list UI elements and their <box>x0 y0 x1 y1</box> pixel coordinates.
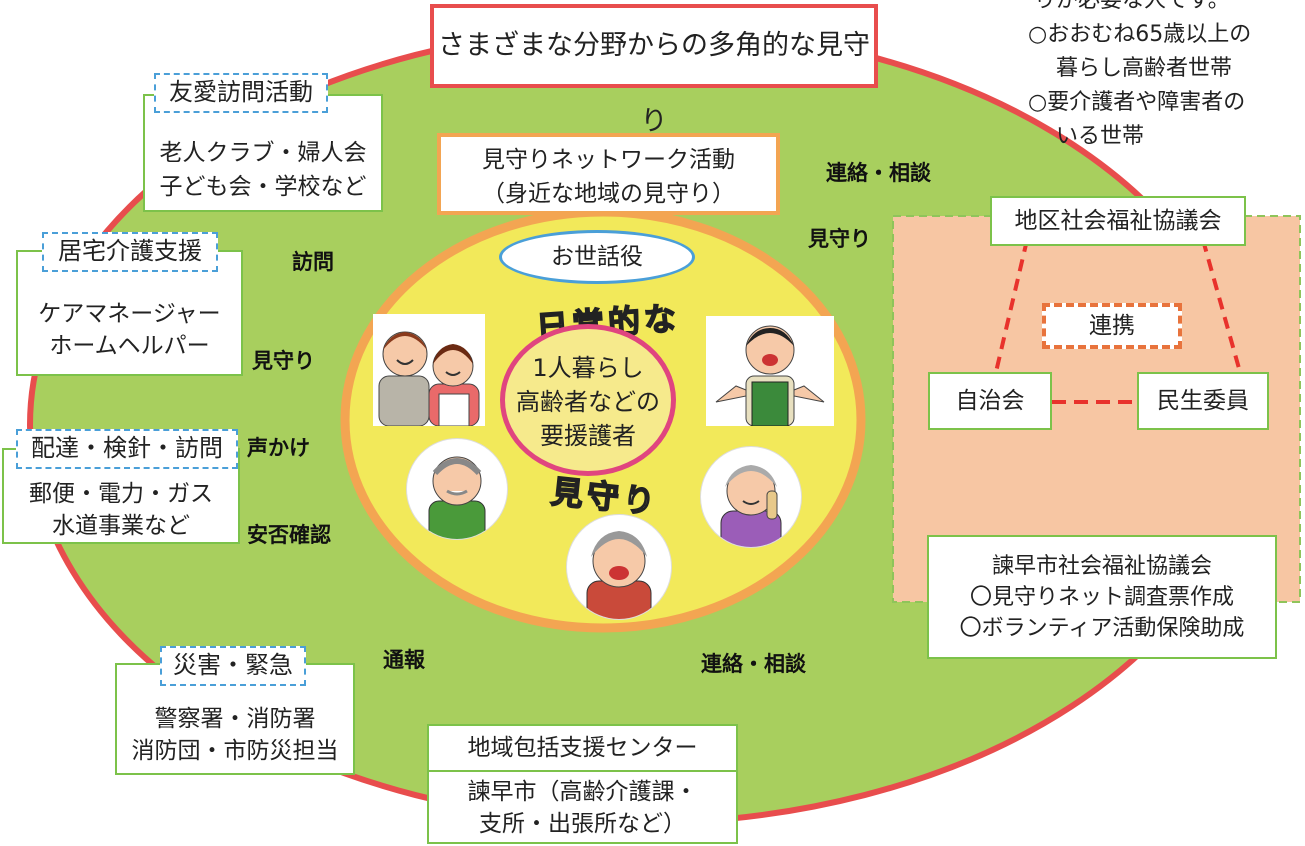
note-line: 暮らし高齢者世帯 <box>1056 56 1233 81</box>
group-tag-delivery: 配達・検針・訪問 <box>16 429 238 469</box>
network-title-box: 見守りネットワーク活動 （身近な地域の見守り） <box>437 133 780 215</box>
group-line: 郵便・電力・ガス <box>29 481 213 507</box>
center-line: 高齢者などの <box>516 388 660 416</box>
link-council-left <box>994 239 1029 373</box>
support-center-title: 地域包括支援センター <box>467 735 698 761</box>
group-tag-friendship: 友愛訪問活動 <box>154 73 328 113</box>
group-tag-label: 災害・緊急 <box>173 651 293 679</box>
group-line: 水道事業など <box>52 513 190 539</box>
center-circle: 1人暮らし 高齢者などの 要援護者 <box>500 324 676 476</box>
district-council-title: 地区社会福祉協議会 <box>1014 208 1222 234</box>
laughing-woman-figure <box>566 514 672 620</box>
note-line: ○要介護者や障害者の <box>1028 90 1246 115</box>
note-line: ○おおむね65歳以上の <box>1028 22 1252 47</box>
action-contact-top: 連絡・相談 <box>826 161 931 185</box>
neighborhood-assoc-box: 自治会 <box>928 372 1052 430</box>
action-watch-left: 見守り <box>252 349 315 373</box>
farmer-figure <box>706 316 834 427</box>
action-report: 通報 <box>383 648 425 672</box>
support-center-detail-box: 諫早市（高齢介護課・ 支所・出張所など） <box>427 770 738 844</box>
couple-figure <box>373 314 485 427</box>
welfare-commissioner-box: 民生委員 <box>1137 372 1269 430</box>
cooperation-box: 連携 <box>1042 303 1182 349</box>
action-visit: 訪問 <box>292 250 334 274</box>
network-title-line: 見守りネットワーク活動 <box>482 147 735 173</box>
group-line: 子ども会・学校など <box>159 174 367 200</box>
welfare-commissioner-label: 民生委員 <box>1157 388 1249 414</box>
arc-label-bottom: 見守り <box>535 472 675 523</box>
group-tag-label: 友愛訪問活動 <box>169 78 313 106</box>
group-tag-label: 居宅介護支援 <box>58 237 202 265</box>
elderly-woman-figure <box>700 446 802 548</box>
top-notes: りが必要な人です。 ○おおむね65歳以上の 暮らし高齢者世帯 ○要介護者や障害者… <box>1028 0 1305 166</box>
city-council-item: 〇見守りネット調査票作成 <box>969 585 1234 610</box>
cooperation-label: 連携 <box>1089 313 1135 339</box>
action-contact-bottom: 連絡・相談 <box>701 652 806 676</box>
support-center-line: 諫早市（高齢介護課・ <box>467 779 698 805</box>
group-line: ケアマネージャー <box>38 301 221 327</box>
action-call: 声かけ <box>247 436 310 460</box>
group-line: ホームヘルパー <box>49 333 210 359</box>
caretaker-label: お世話役 <box>551 244 643 270</box>
group-tag-home-care: 居宅介護支援 <box>42 232 218 272</box>
title-box: さまざまな分野からの多角的な見守り <box>430 4 878 137</box>
action-watch-right: 見守り <box>808 227 871 251</box>
support-center-title-box: 地域包括支援センター <box>427 724 738 772</box>
support-center-line: 支所・出張所など） <box>479 811 686 837</box>
link-council-right <box>1201 239 1242 373</box>
city-council-box: 諫早市社会福祉協議会 〇見守りネット調査票作成 〇ボランティア活動保険助成 <box>927 535 1277 659</box>
group-line: 消防団・市防災担当 <box>131 738 339 764</box>
note-line: いる世帯 <box>1056 124 1145 149</box>
group-tag-label: 配達・検針・訪問 <box>31 434 223 462</box>
elderly-man-figure <box>406 438 508 540</box>
arc-bottom-text: 見守り <box>549 472 660 521</box>
district-council-box: 地区社会福祉協議会 <box>990 196 1246 246</box>
neighborhood-assoc-label: 自治会 <box>955 388 1025 414</box>
center-line: 要援護者 <box>540 422 636 450</box>
group-box-friendship: 老人クラブ・婦人会 子ども会・学校など <box>143 94 383 212</box>
caretaker-oval: お世話役 <box>499 230 695 284</box>
action-safety: 安否確認 <box>247 523 331 547</box>
group-line: 老人クラブ・婦人会 <box>159 140 367 166</box>
city-council-title: 諫早市社会福祉協議会 <box>991 554 1212 579</box>
group-tag-emergency: 災害・緊急 <box>160 646 306 686</box>
arc-bottom-svg: 見守り <box>549 472 662 523</box>
center-line: 1人暮らし <box>532 354 644 382</box>
note-line: りが必要な人です。 <box>1034 0 1230 13</box>
page-title: さまざまな分野からの多角的な見守り <box>438 30 870 137</box>
group-line: 警察署・消防署 <box>154 706 316 732</box>
city-council-item: 〇ボランティア活動保険助成 <box>959 616 1245 641</box>
network-title-line: （身近な地域の見守り） <box>482 181 735 207</box>
